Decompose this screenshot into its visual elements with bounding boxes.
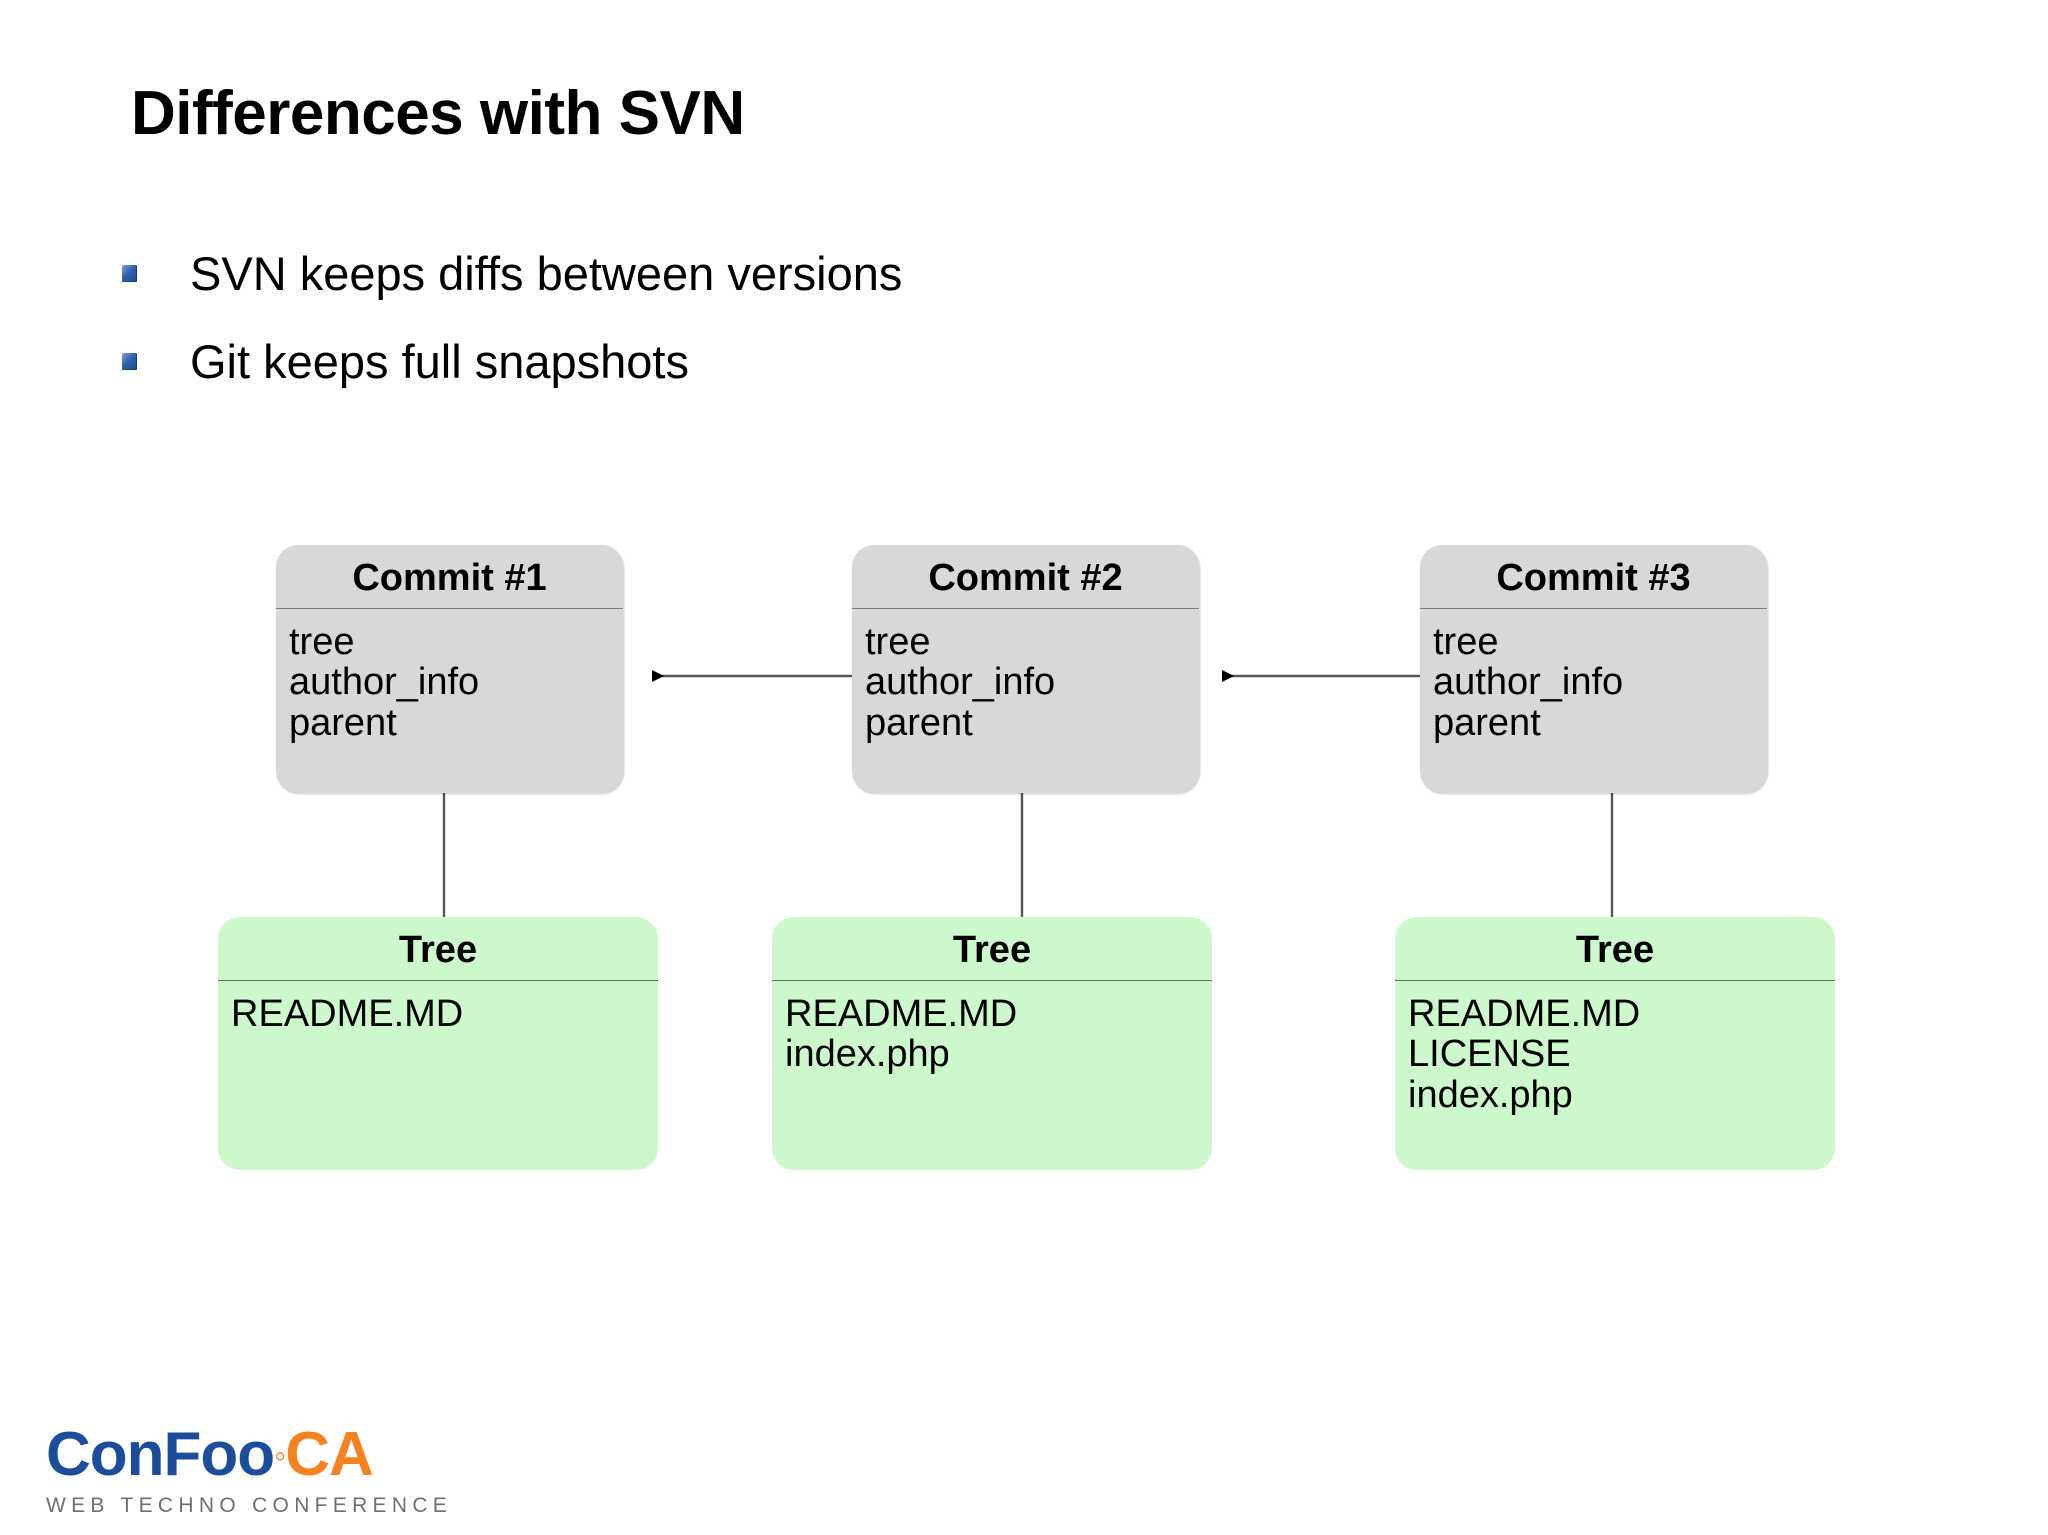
tree-file: LICENSE: [1408, 1033, 1571, 1076]
commit-node-fields: tree author_info parent: [276, 609, 623, 743]
tree-node-2: Tree README.MD index.php: [772, 917, 1212, 1170]
tree-node-title: Tree: [1575, 929, 1655, 971]
divider: [276, 608, 623, 609]
divider: [1420, 608, 1767, 609]
tree-file: README.MD: [1408, 993, 1641, 1035]
tree-file: index.php: [1408, 1073, 1573, 1116]
bullet-label: Git keeps full snapshots: [190, 334, 689, 388]
page-title: Differences with SVN: [131, 79, 745, 148]
commit-field: tree: [289, 621, 355, 663]
divider: [852, 608, 1199, 609]
divider: [1395, 980, 1835, 981]
divider: [772, 980, 1212, 981]
commit-node-2: Commit #2 tree author_info parent: [852, 545, 1199, 793]
logo-dot-icon: ◦: [274, 1437, 286, 1475]
commit-node-title: Commit #1: [352, 557, 547, 599]
tree-node-files: README.MD index.php: [772, 981, 1212, 1075]
commit-field: author_info: [1433, 661, 1624, 704]
bullet-square-icon: [122, 264, 137, 282]
commit-node-title: Commit #2: [928, 557, 1123, 599]
commit-field: parent: [865, 701, 973, 744]
commit-field: tree: [865, 621, 931, 663]
commit-field: parent: [1433, 701, 1541, 744]
tree-file: README.MD: [231, 993, 464, 1035]
bullet-label: SVN keeps diffs between versions: [190, 246, 903, 300]
commit-field: tree: [1433, 621, 1499, 663]
divider: [218, 980, 658, 981]
tree-node-1: Tree README.MD: [218, 917, 658, 1170]
tree-file: index.php: [785, 1033, 950, 1076]
tree-node-files: README.MD LICENSE index.php: [1395, 981, 1835, 1115]
commit-node-fields: tree author_info parent: [1420, 609, 1767, 743]
tree-node-title: Tree: [398, 929, 478, 971]
logo-text-ca: CA: [285, 1420, 374, 1489]
tree-node-title: Tree: [952, 929, 1032, 971]
tree-file: README.MD: [785, 993, 1018, 1035]
bullet-item-1: Git keeps full snapshots: [122, 333, 689, 389]
commit-node-title: Commit #3: [1496, 557, 1691, 599]
commit-field: author_info: [865, 661, 1056, 704]
commit-field: parent: [289, 701, 397, 744]
commit-node-1: Commit #1 tree author_info parent: [276, 545, 623, 793]
bullet-item-0: SVN keeps diffs between versions: [122, 245, 902, 301]
commit-node-3: Commit #3 tree author_info parent: [1420, 545, 1767, 793]
tree-node-3: Tree README.MD LICENSE index.php: [1395, 917, 1835, 1170]
commit-field: author_info: [289, 661, 480, 704]
bullet-square-icon: [122, 352, 137, 370]
logo-wordmark: ConFoo◦CA: [46, 1424, 452, 1486]
commit-node-fields: tree author_info parent: [852, 609, 1199, 743]
logo-text-confoo: ConFoo: [46, 1420, 275, 1489]
tree-node-files: README.MD: [218, 981, 658, 1035]
confoo-logo: ConFoo◦CA WEB TECHNO CONFERENCE: [46, 1424, 452, 1518]
logo-tagline: WEB TECHNO CONFERENCE: [46, 1494, 453, 1517]
